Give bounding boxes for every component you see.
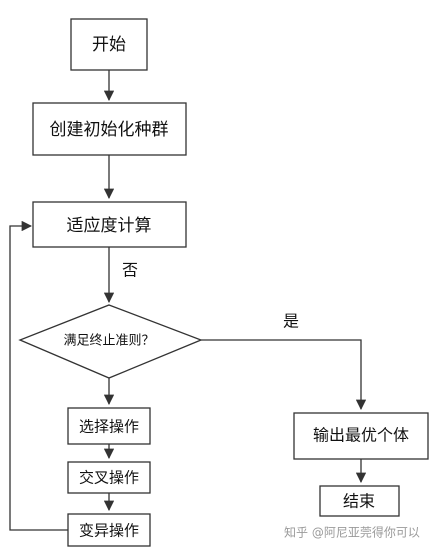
selection-box xyxy=(67,407,151,445)
edges xyxy=(9,70,367,531)
init-population-box xyxy=(32,102,187,156)
edge-label-yes: 是 xyxy=(283,312,299,331)
output-best-label: 输出最优个体 xyxy=(313,426,409,445)
init-population-label: 创建初始化种群 xyxy=(50,120,169,140)
start-label: 开始 xyxy=(92,35,126,55)
edge-check-output xyxy=(201,339,367,411)
mutation-box xyxy=(67,513,151,547)
nodes: 开始 创建初始化种群 适应度计算 满足终止准则？ 选择操作 交叉操作 变异操作 … xyxy=(18,18,429,547)
fitness-box xyxy=(32,201,187,248)
output-best-box xyxy=(293,412,429,460)
start-box xyxy=(70,18,148,71)
edge-loop-back xyxy=(9,220,68,531)
termination-check-label: 满足终止准则？ xyxy=(63,333,154,349)
end-box xyxy=(319,485,400,517)
end-label: 结束 xyxy=(343,492,375,511)
edge-label-no: 否 xyxy=(122,261,138,280)
watermark-text: 知乎 @阿尼亚莞得你可以 xyxy=(284,525,420,540)
crossover-box xyxy=(67,461,151,494)
fitness-label: 适应度计算 xyxy=(67,216,152,236)
crossover-label: 交叉操作 xyxy=(79,469,139,487)
termination-check-diamond xyxy=(18,304,203,379)
mutation-label: 变异操作 xyxy=(79,522,139,540)
selection-label: 选择操作 xyxy=(79,418,139,436)
